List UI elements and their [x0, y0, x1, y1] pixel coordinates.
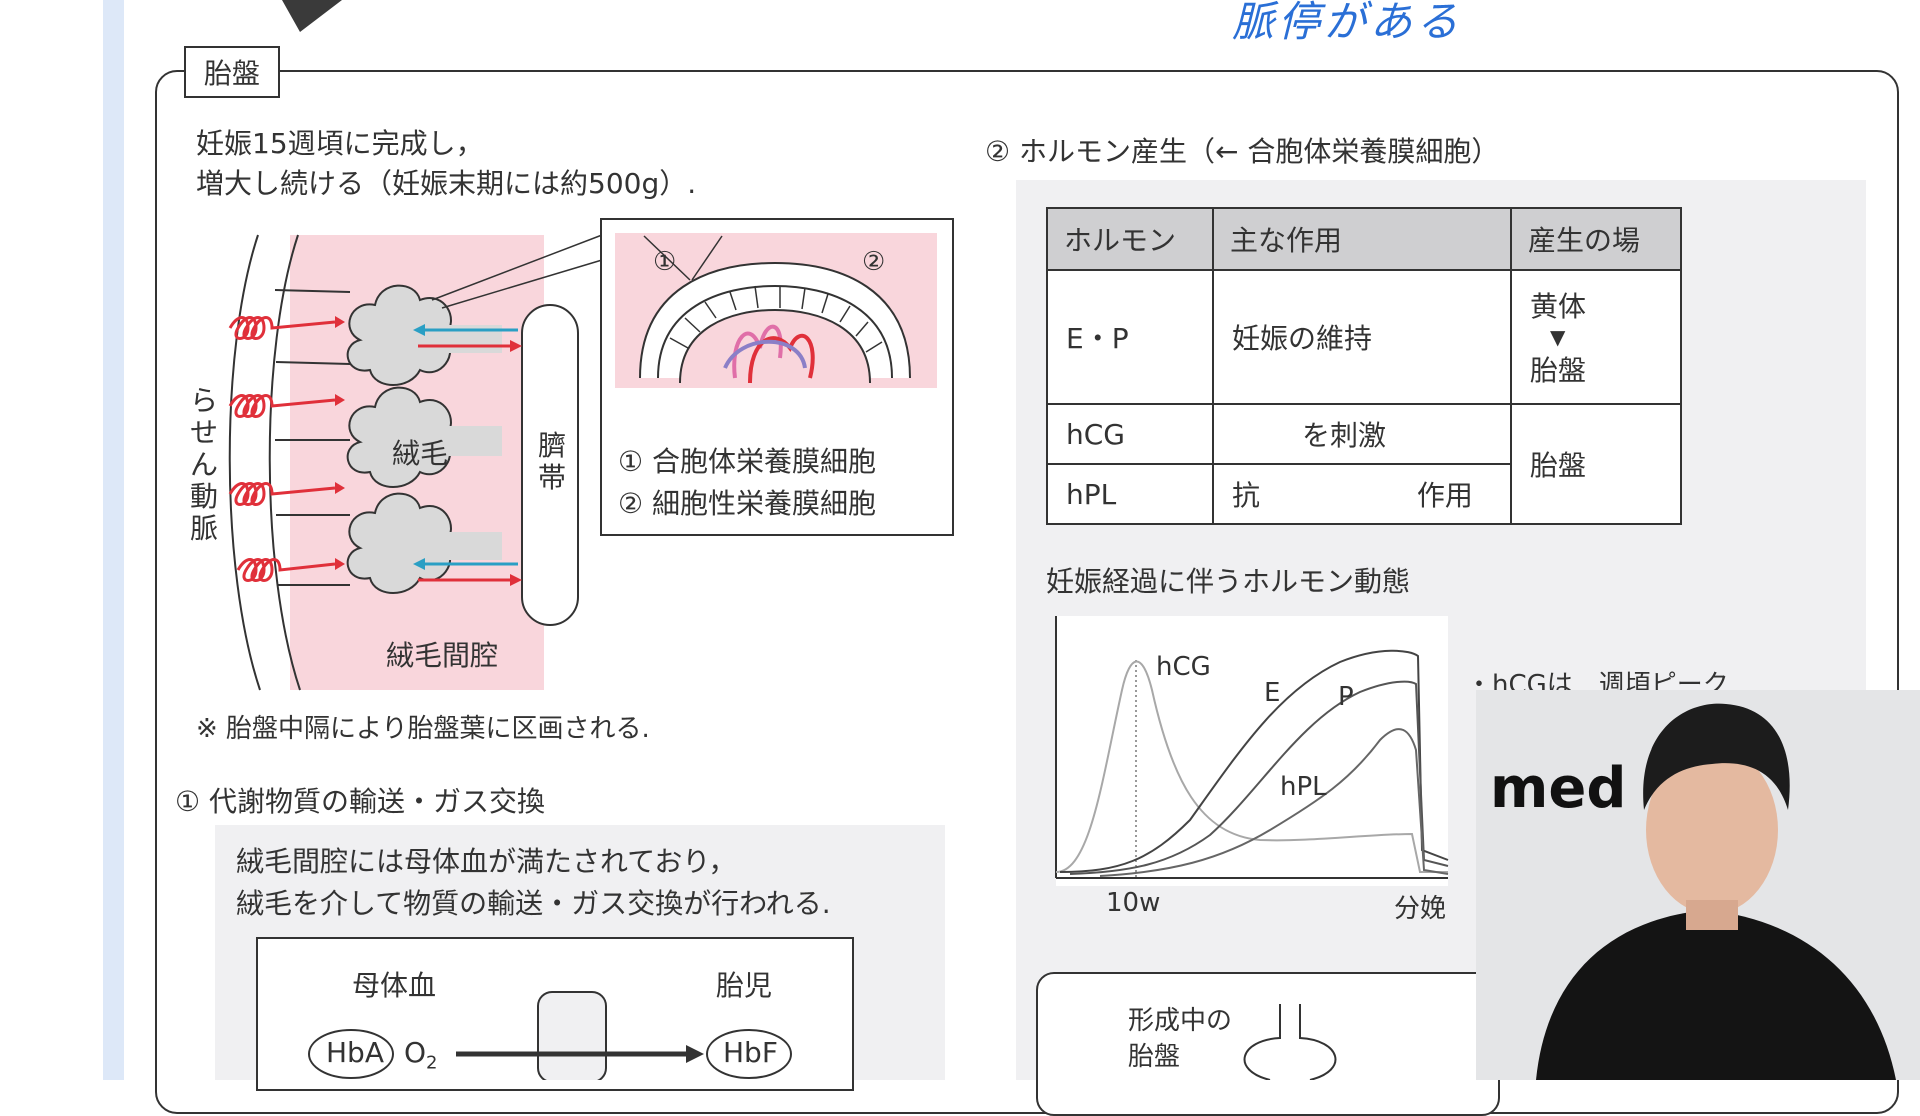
spiral-artery-label: らせん動脈: [190, 384, 219, 545]
site-cell: 胎盤: [1510, 403, 1682, 525]
inset-legend-1: ① 合胞体栄養膜細胞: [618, 445, 877, 478]
site-placenta: 胎盤: [1530, 354, 1587, 387]
forming-placenta-sketch: [1243, 1004, 1337, 1080]
series-label-hpl: hPL: [1280, 772, 1327, 802]
table-header: 産生の場: [1510, 207, 1682, 271]
p-line: [1069, 680, 1449, 875]
fetal-capillaries: [723, 324, 815, 384]
action-cell: 妊娠の維持: [1212, 269, 1512, 405]
site-cell: 黄体 ▼ 胎盤: [1510, 269, 1682, 405]
placenta-structure-diagram: [228, 234, 603, 691]
inset-legend-2: ② 細胞性栄養膜細胞: [618, 487, 877, 520]
table-row: hCG を刺激 胎盤: [1046, 403, 1682, 525]
hormone-dynamics-chart: [1055, 616, 1449, 886]
section-title: 胎盤: [184, 46, 281, 98]
villi: [346, 284, 452, 594]
table-header: 主な作用: [1212, 207, 1512, 271]
action-cell-part-b: 作用: [1416, 479, 1473, 512]
site-corpus-luteum: 黄体: [1530, 290, 1587, 323]
hormone-cell: hCG: [1046, 403, 1214, 465]
hpl-line: [1099, 728, 1449, 877]
presenter-avatar: [1536, 703, 1896, 1080]
series-label-p: P: [1338, 682, 1354, 712]
hormone-table: ホルモン 主な作用 産生の場 E・P 妊娠の維持 黄体 ▼ 胎盤 hCG を刺激…: [1046, 207, 1682, 525]
hcg-line: [1055, 660, 1448, 873]
table-header: ホルモン: [1046, 207, 1214, 271]
x-tick-delivery: 分娩: [1394, 894, 1447, 924]
hormone-cell: E・P: [1046, 269, 1214, 405]
action-cell: を刺激: [1212, 403, 1512, 465]
transport-section-title: ① 代謝物質の輸送・ガス交換: [175, 785, 546, 818]
intervillous-space-label: 絨毛間腔: [386, 639, 499, 672]
decidual-septa: [274, 289, 351, 586]
intro-line-1: 妊娠15週頃に完成し，: [196, 127, 484, 160]
hba-label: HbA: [326, 1036, 384, 1069]
hormone-cell: hPL: [1046, 463, 1214, 525]
chart-title: 妊娠経過に伴うホルモン動態: [1046, 565, 1411, 598]
trophoblast-zoom-inset: [600, 218, 954, 536]
fetus-label: 胎児: [716, 969, 773, 1002]
forming-placenta-label-1: 形成中の: [1128, 1006, 1233, 1036]
oxygen-label: O2: [404, 1036, 438, 1074]
hormone-section-title: ② ホルモン産生（← 合胞体栄養膜細胞）: [985, 135, 1500, 168]
transport-body-2: 絨毛を介して物質の輸送・ガス交換が行われる.: [236, 887, 831, 920]
maternal-blood-label: 母体血: [352, 969, 437, 1002]
hbf-label: HbF: [723, 1036, 778, 1069]
table-header-row: ホルモン 主な作用 産生の場: [1046, 207, 1682, 271]
handwritten-note: 脈停がある: [1232, 0, 1463, 46]
uterine-wall-inner: [268, 234, 301, 691]
series-label-hcg: hCG: [1156, 652, 1211, 682]
septum-note: ※ 胎盤中隔により胎盤葉に区画される.: [196, 714, 650, 744]
villus-label: 絨毛: [392, 437, 449, 470]
x-tick-10w: 10w: [1106, 888, 1161, 918]
action-cell-part-a: 抗: [1232, 479, 1261, 512]
e-line: [1059, 649, 1449, 873]
forming-placenta-label-2: 胎盤: [1128, 1042, 1181, 1072]
umbilical-cord: [521, 304, 579, 626]
action-cell: 抗 作用: [1212, 463, 1512, 525]
presenter-video: med: [1476, 690, 1920, 1080]
table-row: E・P 妊娠の維持 黄体 ▼ 胎盤: [1046, 269, 1682, 405]
left-margin-bar: [103, 0, 124, 1080]
brand-logo: med: [1490, 756, 1627, 821]
top-dark-shape: [282, 0, 342, 32]
umbilical-cord-label: 臍帯: [538, 429, 567, 494]
spiral-artery-coils: [228, 316, 336, 582]
table-row: hPL 抗 作用: [1046, 463, 1681, 525]
down-arrow-icon: ▼: [1550, 325, 1566, 349]
artery-arrowheads: [335, 316, 345, 570]
uterine-wall-outer: [228, 234, 261, 691]
callout-line-2: [441, 259, 603, 309]
series-label-e: E: [1264, 678, 1281, 708]
marker-1: ①: [653, 247, 677, 277]
marker-2: ②: [862, 247, 886, 277]
intro-line-2: 増大し続ける（妊娠末期には約500g）.: [196, 167, 697, 200]
transport-body-1: 絨毛間腔には母体血が満たされており，: [236, 845, 737, 878]
exchange-arrows: [413, 324, 522, 586]
callout-line-1: [431, 234, 603, 301]
gas-exchange-arrow: [308, 991, 792, 1080]
